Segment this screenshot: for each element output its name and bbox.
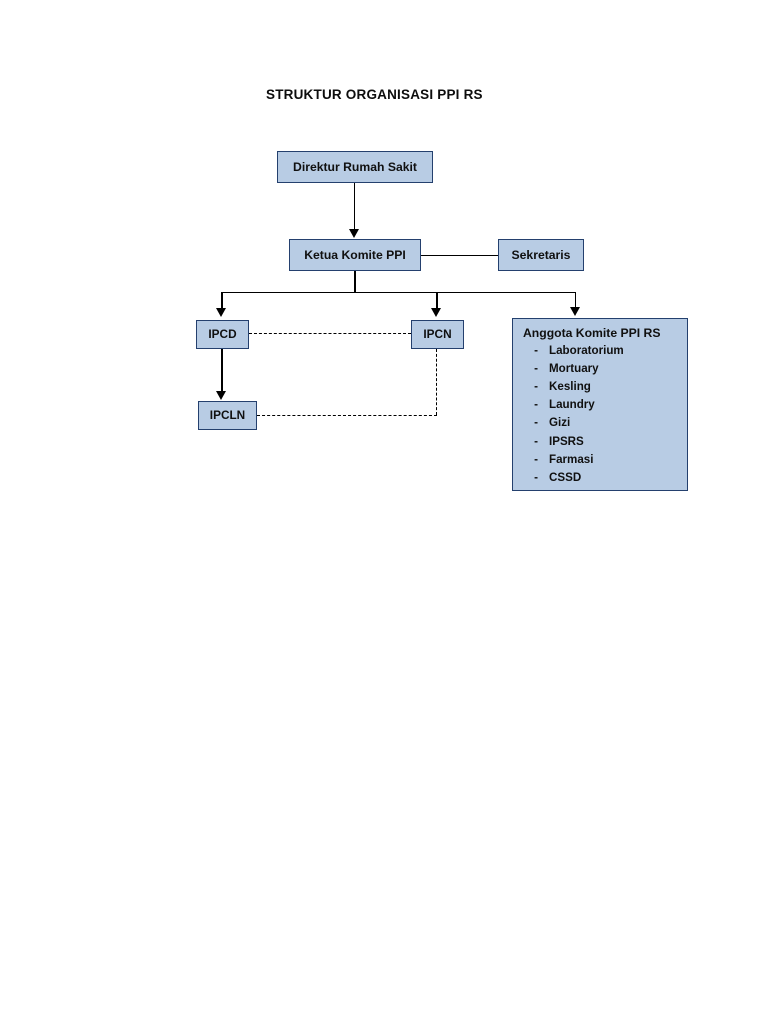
arrowhead-direktur-to-ketua (348, 229, 359, 238)
anggota-member-item: -Mortuary (523, 360, 687, 378)
arrowhead-bus-to-ipcn (431, 308, 442, 317)
connector-branch-bus (221, 291, 576, 294)
node-ipcd-label: IPCD (208, 327, 237, 342)
anggota-member-item: -Gizi (523, 414, 687, 432)
bullet-dash-icon: - (534, 452, 538, 466)
anggota-member-item: -Laundry (523, 396, 687, 414)
anggota-member-item: -CSSD (523, 469, 687, 487)
dashed-connector-ipcln-to-ipcn-vertical (436, 349, 437, 415)
dashed-connector-ipcd-to-ipcn (249, 333, 411, 334)
connector-ipcd-to-ipcln (221, 349, 223, 392)
anggota-heading: Anggota Komite PPI RS (523, 326, 661, 340)
connector-bus-to-ipcn (436, 291, 438, 310)
anggota-member-label: IPSRS (549, 434, 584, 448)
anggota-member-label: Laboratorium (549, 343, 624, 357)
bullet-dash-icon: - (534, 343, 538, 357)
node-direktur-label: Direktur Rumah Sakit (293, 159, 417, 174)
anggota-member-label: Laundry (549, 398, 595, 412)
anggota-member-label: CSSD (549, 471, 582, 485)
bullet-dash-icon: - (534, 398, 538, 412)
node-ipcn[interactable]: IPCN (411, 320, 464, 349)
anggota-member-label: Kesling (549, 380, 591, 394)
page-title: STRUKTUR ORGANISASI PPI RS (266, 87, 483, 102)
bullet-dash-icon: - (534, 416, 538, 430)
anggota-member-label: Farmasi (549, 452, 594, 466)
node-ipcd[interactable]: IPCD (196, 320, 249, 349)
anggota-member-item: -Kesling (523, 378, 687, 396)
bullet-dash-icon: - (534, 380, 538, 394)
arrowhead-ipcd-to-ipcln (216, 391, 227, 400)
node-sekretaris-label: Sekretaris (511, 247, 571, 262)
arrowhead-bus-to-anggota (569, 307, 580, 316)
anggota-member-label: Gizi (549, 416, 571, 430)
anggota-member-list: -Laboratorium-Mortuary-Kesling-Laundry-G… (523, 342, 687, 488)
connector-ketua-trunk (354, 271, 356, 293)
node-ketua-komite-ppi[interactable]: Ketua Komite PPI (289, 239, 421, 271)
connector-bus-to-ipcd (221, 291, 223, 310)
anggota-member-item: -Farmasi (523, 451, 687, 469)
connector-bus-to-anggota (574, 291, 577, 309)
connector-ketua-to-sekretaris (421, 254, 498, 257)
bullet-dash-icon: - (534, 361, 538, 375)
node-ketua-label: Ketua Komite PPI (304, 247, 406, 262)
anggota-member-item: -IPSRS (523, 433, 687, 451)
node-ipcln[interactable]: IPCLN (198, 401, 257, 430)
arrowhead-bus-to-ipcd (216, 308, 227, 317)
bullet-dash-icon: - (534, 471, 538, 485)
node-ipcn-label: IPCN (423, 327, 452, 342)
dashed-connector-ipcln-horizontal (257, 415, 437, 416)
bullet-dash-icon: - (534, 434, 538, 448)
anggota-member-label: Mortuary (549, 361, 599, 375)
node-ipcln-label: IPCLN (209, 408, 246, 423)
node-direktur-rumah-sakit[interactable]: Direktur Rumah Sakit (277, 151, 433, 183)
node-anggota-komite-ppi-rs[interactable]: Anggota Komite PPI RS -Laboratorium-Mort… (512, 318, 688, 491)
node-sekretaris[interactable]: Sekretaris (498, 239, 584, 271)
anggota-member-item: -Laboratorium (523, 342, 687, 360)
connector-direktur-to-ketua (353, 183, 356, 230)
